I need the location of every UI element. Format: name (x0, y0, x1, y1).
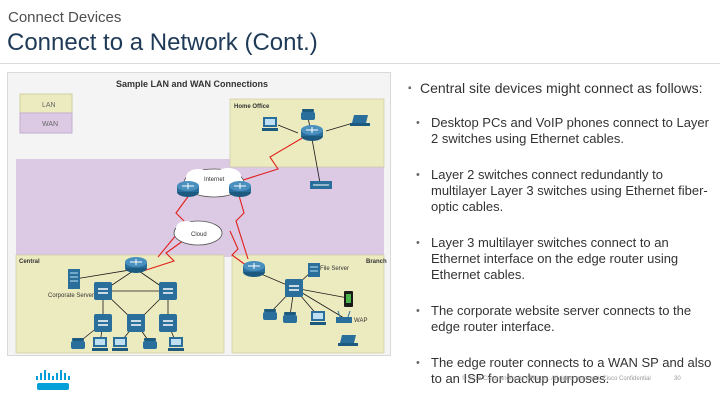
bullet-dot-icon: • (416, 305, 420, 317)
home-phone-icon (301, 109, 315, 120)
cloud-label: Cloud (191, 232, 207, 238)
sub-bullet: • The corporate website server connects t… (408, 303, 712, 335)
branch-laptop-icon (338, 335, 358, 346)
main-bullet-text: Central site devices might connect as fo… (420, 80, 703, 96)
file-server-icon (308, 263, 320, 277)
file-server-label: File Server (320, 266, 349, 272)
wan-switch-icon (310, 181, 332, 189)
central-phone-icon (71, 338, 85, 349)
branch-router-icon (242, 260, 266, 278)
central-edge-router-icon (124, 256, 148, 274)
bullet-dot-icon: • (416, 169, 420, 181)
internet-cloud-icon: Internet (176, 168, 252, 198)
title-divider (0, 63, 720, 64)
legend-wan-swatch (19, 112, 73, 134)
central-pc-3-icon (168, 337, 184, 351)
diagram-title: Sample LAN and WAN Connections (116, 79, 268, 89)
central-l2-switch-left-icon (93, 313, 113, 333)
home-router-icon (300, 124, 324, 142)
home-office-label: Home Office (234, 104, 270, 110)
internet-label: Internet (204, 177, 225, 183)
main-bullet: ▪ Central site devices might connect as … (408, 80, 712, 97)
sub-bullet-text: Layer 3 multilayer switches connect to a… (431, 235, 679, 282)
central-pc-2-icon (112, 337, 128, 351)
legend-lan-label: LAN (42, 102, 56, 109)
wap-icon (336, 310, 352, 323)
bullet-dot-icon: • (416, 117, 420, 129)
central-l2-switch-mid-icon (126, 313, 146, 333)
central-l3-switch-left-icon (93, 281, 113, 301)
wan-cloud-icon: Cloud (173, 220, 223, 246)
legend: LAN WAN (19, 93, 73, 134)
legend-wan-label: WAN (42, 121, 58, 128)
bullet-square-icon: ▪ (408, 83, 412, 94)
footer-copyright: © 2016 Cisco and/or its affiliates. All … (462, 376, 651, 382)
section-label: Connect Devices (8, 9, 122, 26)
sub-bullet-text: Desktop PCs and VoIP phones connect to L… (431, 115, 709, 146)
bullet-dot-icon: • (416, 237, 420, 249)
sub-bullet: • Layer 2 switches connect redundantly to… (408, 167, 712, 215)
bullet-list: ▪ Central site devices might connect as … (408, 80, 712, 407)
sub-bullet-text: The corporate website server connects to… (431, 303, 692, 334)
sub-bullet-list: • Desktop PCs and VoIP phones connect to … (408, 115, 712, 387)
bullet-dot-icon: • (416, 357, 420, 369)
branch-label: Branch (366, 259, 387, 265)
sub-bullet: • Layer 3 multilayer switches connect to … (408, 235, 712, 283)
central-phone-2-icon (143, 338, 157, 349)
home-laptop-icon (350, 115, 370, 126)
branch-pc-icon (310, 311, 326, 325)
serial-links (142, 136, 305, 272)
home-pc-icon (262, 117, 278, 131)
branch-mobile-icon (344, 291, 353, 307)
branch-phone-2-icon (283, 312, 297, 323)
page-number: 30 (674, 376, 681, 382)
corporate-server-label: Corporate Server (48, 293, 94, 299)
corporate-server-icon (68, 269, 80, 289)
sub-bullet: • Desktop PCs and VoIP phones connect to … (408, 115, 712, 147)
sub-bullet-text: Layer 2 switches connect redundantly to … (431, 167, 708, 214)
cisco-logo (36, 370, 70, 390)
slide-title: Connect to a Network (Cont.) (7, 29, 318, 56)
branch-switch-icon (284, 278, 304, 298)
central-l2-switch-right-icon (158, 313, 178, 333)
central-l3-switch-right-icon (158, 281, 178, 301)
branch-phone-icon (263, 309, 277, 320)
wap-label: WAP (354, 318, 367, 324)
central-pc-1-icon (92, 337, 108, 351)
sub-bullet: • The edge router connects to a WAN SP an… (408, 355, 712, 387)
central-label: Central (19, 259, 40, 265)
sub-bullet-text: The edge router connects to a WAN SP and… (431, 355, 712, 386)
network-diagram: Sample LAN and WAN Connections LAN WAN H… (7, 72, 391, 356)
